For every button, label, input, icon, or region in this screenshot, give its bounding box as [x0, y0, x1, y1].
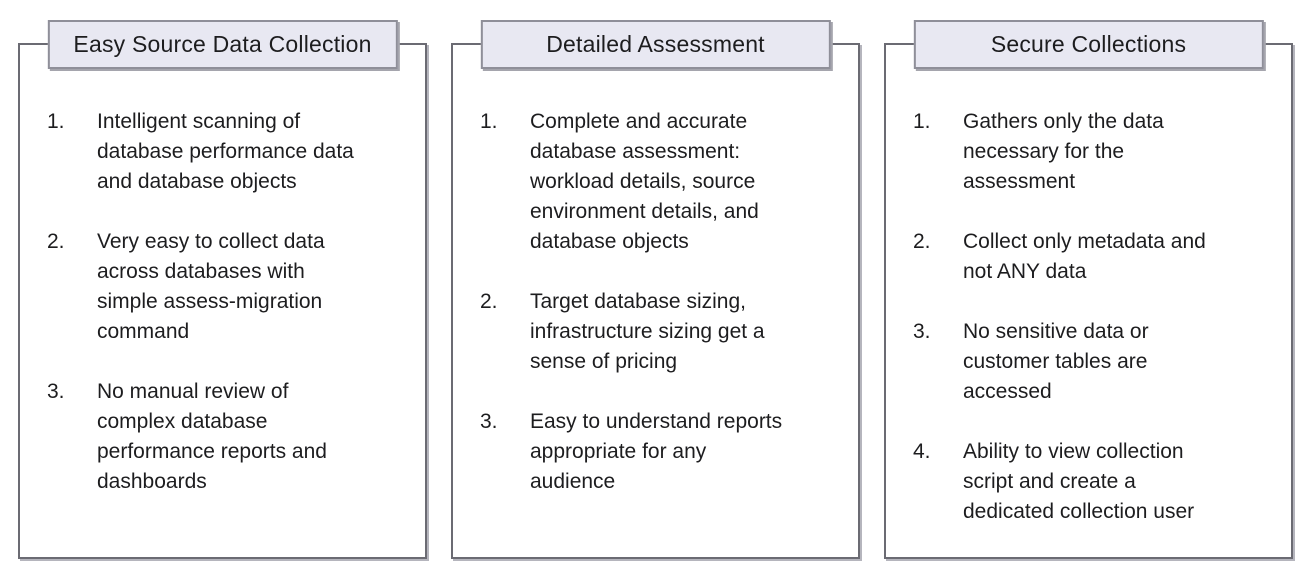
item-number: 2. [47, 230, 65, 253]
list-item: 2. Very easy to collect data across data… [47, 227, 417, 347]
item-text: Gathers only the data necessary for the … [963, 110, 1164, 193]
list-item: 4. Ability to view collection script and… [913, 437, 1283, 527]
item-number: 2. [913, 230, 931, 253]
item-text: Very easy to collect data across databas… [97, 230, 325, 343]
item-number: 3. [480, 410, 498, 433]
numbered-list: 1. Complete and accurate database assess… [453, 45, 858, 497]
panel-secure-collections: Secure Collections 1. Gathers only the d… [884, 20, 1293, 559]
item-number: 3. [47, 380, 65, 403]
list-item: 2. Target database sizing, infrastructur… [480, 287, 850, 377]
list-item: 2. Collect only metadata and not ANY dat… [913, 227, 1283, 287]
panel-detailed-assessment: Detailed Assessment 1. Complete and accu… [451, 20, 860, 559]
numbered-list: 1. Gathers only the data necessary for t… [886, 45, 1291, 527]
panel-title: Secure Collections [990, 31, 1187, 57]
item-text: Ability to view collection script and cr… [963, 440, 1195, 523]
panel-title: Detailed Assessment [546, 31, 765, 57]
item-number: 4. [913, 440, 931, 463]
list-item: 1. Intelligent scanning of database perf… [47, 107, 417, 197]
item-text: Target database sizing, infrastructure s… [530, 290, 765, 373]
panel-header: Easy Source Data Collection [47, 20, 398, 69]
item-text: No manual review of complex database per… [97, 380, 327, 493]
list-item: 1. Gathers only the data necessary for t… [913, 107, 1283, 197]
list-item: 1. Complete and accurate database assess… [480, 107, 850, 257]
panel-title: Easy Source Data Collection [73, 31, 372, 57]
panel-easy-source-data-collection: Easy Source Data Collection 1. Intellige… [18, 20, 427, 559]
item-text: Easy to understand reports appropriate f… [530, 410, 783, 493]
item-number: 1. [913, 110, 931, 133]
numbered-list: 1. Intelligent scanning of database perf… [20, 45, 425, 497]
list-item: 3. Easy to understand reports appropriat… [480, 407, 850, 497]
item-number: 1. [480, 110, 498, 133]
item-text: Collect only metadata and not ANY data [963, 230, 1206, 283]
panel-header: Detailed Assessment [480, 20, 831, 69]
list-item: 3. No manual review of complex database … [47, 377, 417, 497]
item-number: 2. [480, 290, 498, 313]
item-number: 3. [913, 320, 931, 343]
list-item: 3. No sensitive data or customer tables … [913, 317, 1283, 407]
item-text: Intelligent scanning of database perform… [97, 110, 354, 193]
item-text: Complete and accurate database assessmen… [530, 110, 759, 253]
item-number: 1. [47, 110, 65, 133]
item-text: No sensitive data or customer tables are… [963, 320, 1149, 403]
panel-header: Secure Collections [913, 20, 1264, 69]
